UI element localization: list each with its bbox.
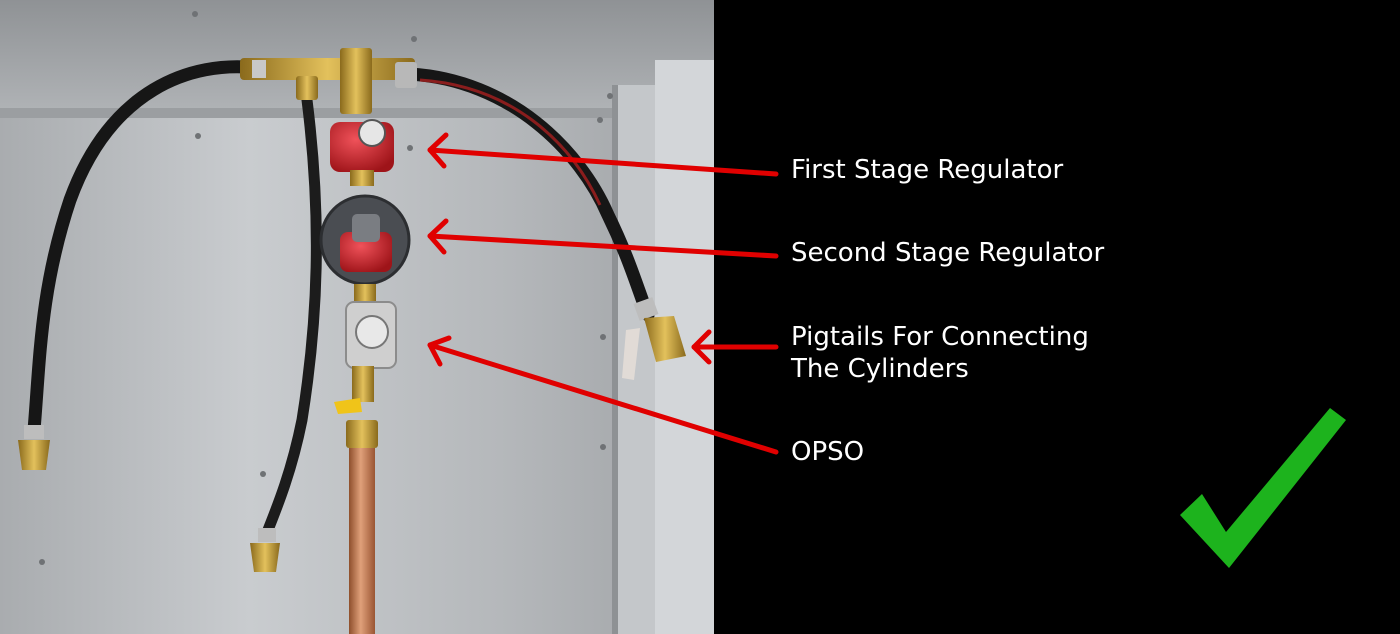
arrow-opso bbox=[427, 335, 779, 455]
arrow-pigtails bbox=[691, 329, 779, 365]
label-opso: OPSO bbox=[791, 437, 865, 467]
arrow-first-stage bbox=[427, 132, 779, 177]
label-second-stage-regulator: Second Stage Regulator bbox=[791, 238, 1105, 268]
label-pigtails-line2: The Cylinders bbox=[791, 354, 969, 384]
checkmark-icon bbox=[1180, 408, 1346, 568]
label-pigtails-line1: Pigtails For Connecting bbox=[791, 322, 1089, 352]
label-first-stage-regulator: First Stage Regulator bbox=[791, 155, 1064, 185]
propane-regulator-photo bbox=[0, 0, 714, 634]
label-pigtails: Pigtails For Connecting The Cylinders bbox=[791, 321, 1089, 385]
arrow-second-stage bbox=[427, 218, 779, 259]
